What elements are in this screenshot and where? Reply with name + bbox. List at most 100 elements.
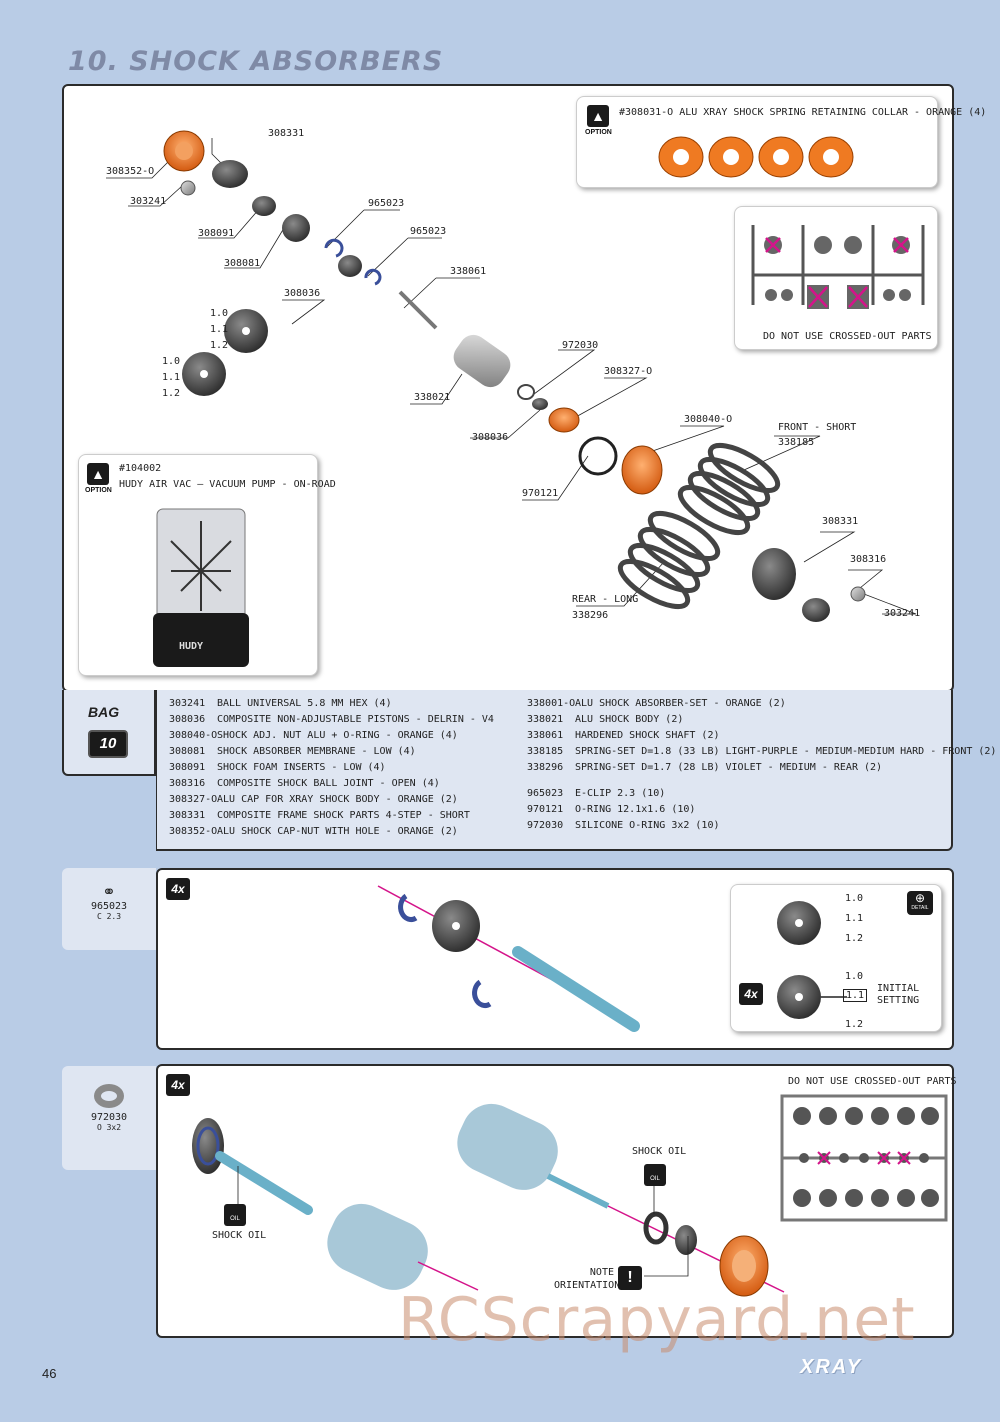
part-description: ALU SHOCK BODY (2)	[575, 714, 684, 725]
section-title: 10. SHOCK ABSORBERS	[68, 46, 444, 77]
piston-size-1-2: 1.2	[210, 340, 229, 351]
part-code: 308331	[169, 810, 206, 821]
crossed-parts-note-top: DO NOT USE CROSSED-OUT PARTS	[763, 331, 932, 342]
option-collar-text: #308031-O ALU XRAY SHOCK SPRING RETAININ…	[619, 107, 987, 118]
step1-side-code: 965023	[90, 901, 128, 912]
step2-panel: 4x DO NOT USE CROSSED-OUT PARTS OIL SHOC…	[156, 1064, 957, 1338]
part-description: SHOCK ABSORBER MEMBRANE - LOW (4)	[217, 746, 416, 757]
part-description: ALU SHOCK CAP-NUT WITH HOLE - ORANGE (2)	[217, 826, 458, 837]
oil-bottle-icon-left: OIL	[224, 1204, 246, 1226]
option-hudy-box: ▲ OPTION #104002 HUDY AIR VAC – VACUUM P…	[78, 454, 336, 676]
label-308316: 308316	[850, 554, 887, 565]
step1-part-tag: ⚭ 965023 C 2.3	[62, 868, 156, 950]
note-orientation-label: NOTE ORIENTATION	[554, 1267, 621, 1291]
part-code: 965023	[527, 788, 564, 799]
part-description: SILICONE O-RING 3x2 (10)	[575, 820, 720, 831]
hudy-logo: HUDY	[179, 641, 204, 652]
step2-diagram	[192, 1103, 785, 1297]
label-308352: 308352-O	[106, 166, 155, 177]
watermark: RCScrapyard.net	[398, 1285, 916, 1355]
piston-detail-image	[777, 901, 847, 1019]
shock-oil-right-label: SHOCK OIL	[632, 1146, 687, 1157]
step2-side-sub: O 3x2	[96, 1123, 122, 1132]
part-code: 338021	[527, 714, 564, 725]
sprue-image-bottom	[780, 1094, 948, 1222]
step2-count: 4x	[166, 1074, 190, 1096]
step1-panel: 4x 1.0 1.1 1.2 ⊕DETAIL 1.0 1.1 1.2 4x IN…	[156, 868, 954, 1050]
piston-size-1-0: 1.0	[210, 308, 229, 319]
thumbs-up-icon: ▲	[87, 463, 109, 485]
part-description: BALL UNIVERSAL 5.8 MM HEX (4)	[217, 698, 392, 709]
part-description: SPRING-SET D=1.8 (33 LB) LIGHT-PURPLE - …	[575, 746, 997, 757]
label-303241-b: 303241	[884, 608, 921, 619]
sprue-image-top	[751, 225, 925, 309]
vacuum-pump-image	[153, 508, 249, 667]
parts-list-panel: 303241 BALL UNIVERSAL 5.8 MM HEX (4) 30803…	[156, 690, 996, 851]
step1-side-sub: C 2.3	[96, 912, 122, 921]
part-code: 308040-O	[169, 730, 218, 741]
detail-size-1-1: 1.1	[845, 913, 864, 924]
o-ring-icon	[94, 1084, 124, 1108]
part-code: 303241	[169, 698, 206, 709]
crossed-parts-box-top: DO NOT USE CROSSED-OUT PARTS	[734, 206, 938, 350]
part-description: COMPOSITE NON-ADJUSTABLE PISTONS - DELRI…	[217, 714, 494, 725]
part-code: 308327-O	[169, 794, 218, 805]
hudy-code: #104002	[119, 463, 162, 474]
step2-part-tag: 972030 O 3x2	[62, 1066, 156, 1170]
detail-size-1-2: 1.2	[845, 933, 864, 944]
part-code: 972030	[527, 820, 564, 831]
bag-label: BAG	[88, 704, 120, 720]
label-972030: 972030	[562, 340, 599, 351]
step1-diagram	[377, 885, 640, 1032]
part-code: 308316	[169, 778, 206, 789]
step2-side-code: 972030	[90, 1112, 128, 1123]
label-front-short: FRONT - SHORT	[778, 422, 857, 433]
collar-images	[658, 136, 854, 178]
e-clip-icon: ⚭	[102, 882, 116, 901]
bag-number: 10	[88, 730, 128, 758]
label-338296: 338296	[572, 610, 609, 621]
part-code: 308352-O	[169, 826, 218, 837]
oil-bottle-icon-right: OIL	[644, 1164, 666, 1186]
part-code: 338001-O	[527, 698, 576, 709]
label-308036-a: 308036	[284, 288, 321, 299]
setting-size-1-2: 1.2	[845, 1019, 864, 1030]
label-338061: 338061	[450, 266, 487, 277]
label-303241: 303241	[130, 196, 167, 207]
piston-size-1-1: 1.1	[210, 324, 229, 335]
exploded-diagram	[106, 130, 917, 622]
shock-oil-left-label: SHOCK OIL	[212, 1230, 267, 1241]
setting-count: 4x	[739, 983, 763, 1005]
piston-detail-box: 1.0 1.1 1.2 ⊕DETAIL 1.0 1.1 1.2 4x INITI…	[730, 884, 942, 1032]
piston2-size-1-0: 1.0	[162, 356, 181, 367]
label-rear-long: REAR - LONG	[572, 594, 639, 605]
initial-setting-label: INITIAL SETTING	[877, 983, 920, 1006]
piston2-size-1-1: 1.1	[162, 372, 181, 383]
label-965023-a: 965023	[368, 198, 405, 209]
option-badge-hudy: ▲ OPTION	[85, 463, 112, 497]
part-description: O-RING 12.1x1.6 (10)	[575, 804, 696, 815]
label-308091: 308091	[198, 228, 235, 239]
part-description: SHOCK ADJ. NUT ALU + O-RING - ORANGE (4)	[217, 730, 458, 741]
part-code: 308091	[169, 762, 206, 773]
detail-size-1-0: 1.0	[845, 893, 864, 904]
part-code: 308081	[169, 746, 206, 757]
hudy-text: HUDY AIR VAC – VACUUM PUMP - ON-ROAD	[119, 479, 336, 490]
part-code: 970121	[527, 804, 564, 815]
label-308327: 308327-O	[604, 366, 653, 377]
setting-size-1-0: 1.0	[845, 971, 864, 982]
part-code: 338296	[527, 762, 564, 773]
label-965023-b: 965023	[410, 226, 447, 237]
label-308331: 308331	[268, 128, 305, 139]
part-description: ALU CAP FOR XRAY SHOCK BODY - ORANGE (2)	[217, 794, 458, 805]
step1-count: 4x	[166, 878, 190, 900]
part-code: 308036	[169, 714, 206, 725]
page-number: 46	[42, 1366, 57, 1381]
warning-icon: !	[618, 1266, 642, 1290]
part-description: COMPOSITE SHOCK BALL JOINT - OPEN (4)	[217, 778, 440, 789]
label-308081: 308081	[224, 258, 261, 269]
label-308331-b: 308331	[822, 516, 859, 527]
part-description: SHOCK FOAM INSERTS - LOW (4)	[217, 762, 386, 773]
label-338185: 338185	[778, 437, 815, 448]
part-description: E-CLIP 2.3 (10)	[575, 788, 666, 799]
